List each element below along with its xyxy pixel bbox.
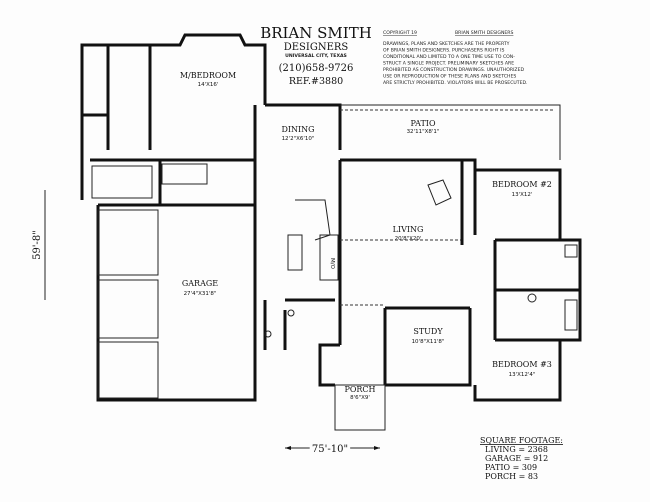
room-garage-size: 27'4"X31'8": [184, 291, 217, 297]
room-bedroom3-size: 13'X12'4": [509, 372, 536, 378]
room-garage-name: GARAGE: [182, 279, 218, 288]
square-footage-garage: GARAGE = 912: [485, 454, 548, 463]
copyright-line: CONDITIONAL AND LIMITED TO A ONE TIME US…: [383, 54, 515, 60]
company-location: UNIVERSAL CITY, TEXAS: [285, 53, 347, 59]
square-footage-porch: PORCH = 83: [485, 472, 538, 481]
copyright-line: USE OR REPRODUCTION OF THESE PLANS AND S…: [383, 74, 516, 80]
square-footage-patio: PATIO = 309: [485, 463, 537, 472]
copyright-header-right: BRIAN SMITH DESIGNERS: [455, 30, 513, 36]
room-living-name: LIVING: [393, 225, 424, 234]
copyright-line: STRUCT A SINGLE PROJECT. PRELIMINARY SKE…: [383, 61, 514, 67]
company-subtitle: DESIGNERS: [284, 42, 349, 53]
room-study-size: 10'8"X11'8": [412, 339, 445, 345]
square-footage-living: LIVING = 2368: [485, 445, 548, 454]
walls: [80, 33, 582, 431]
copyright-line: ARE STRICTLY PROHIBITED. VIOLATORS WILL …: [383, 80, 527, 86]
room-master-size: 14'X16': [198, 82, 219, 88]
room-living-size: 20'8"X20': [395, 236, 422, 242]
plan-reference: REF.#3880: [289, 76, 343, 87]
room-dining-name: DINING: [281, 125, 314, 134]
copyright-line: PROHIBITED AS CONSTRUCTION DRAWINGS. UNA…: [383, 67, 524, 73]
company-name: BRIAN SMITH: [260, 24, 372, 42]
room-study-name: STUDY: [413, 327, 443, 336]
copyright-line: DRAWINGS, PLANS AND SKETCHES ARE THE PRO…: [383, 41, 510, 47]
microwave-oven-label: M/O: [329, 258, 335, 270]
overall-depth: 59'-8": [32, 230, 43, 260]
copyright-header-left: COPYRIGHT 19: [383, 30, 417, 36]
room-patio-size: 32'11"X8'1": [407, 129, 440, 135]
overall-width: 75'-10": [312, 444, 348, 455]
copyright-line: OF BRIAN SMITH DESIGNERS. PURCHASERS RIG…: [383, 48, 505, 54]
room-dining-size: 12'2"X6'10": [282, 136, 315, 142]
room-bedroom3-name: BEDROOM #3: [492, 360, 552, 369]
room-master-name: M/BEDROOM: [180, 71, 236, 80]
square-footage-heading: SQUARE FOOTAGE:: [480, 436, 563, 445]
room-patio-name: PATIO: [410, 119, 435, 128]
room-bedroom2-size: 13'X12': [512, 192, 533, 198]
company-phone: (210)658-9726: [279, 63, 354, 74]
room-bedroom2-name: BEDROOM #2: [492, 180, 552, 189]
room-porch-name: PORCH: [344, 385, 375, 394]
room-porch-size: 8'6"X9': [350, 395, 370, 401]
